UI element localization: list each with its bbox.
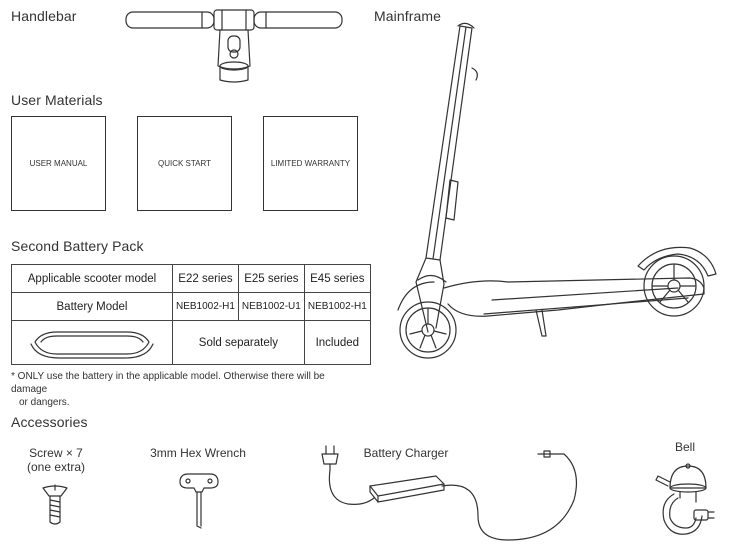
user-materials-heading: User Materials xyxy=(11,92,103,108)
user-manual-booklet: USER MANUAL xyxy=(11,116,106,211)
table-row: Battery Model NEB1002-H1 NEB1002-U1 NEB1… xyxy=(11,292,371,321)
table-row: Applicable scooter model E22 series E25 … xyxy=(11,264,371,293)
second-battery-heading: Second Battery Pack xyxy=(11,238,144,254)
table-cell: E45 series xyxy=(303,264,371,293)
limited-warranty-booklet: LIMITED WARRANTY xyxy=(263,116,358,211)
battery-icon xyxy=(30,330,154,359)
battery-compatibility-table: Applicable scooter model E22 series E25 … xyxy=(11,264,371,365)
screw-label-line: (one extra) xyxy=(26,460,86,474)
table-cell: E22 series xyxy=(172,264,239,293)
hex-wrench-icon xyxy=(179,473,219,529)
user-manual-label: USER MANUAL xyxy=(29,159,88,168)
table-cell: Included xyxy=(303,320,371,365)
table-cell: NEB1002-H1 xyxy=(303,292,371,321)
table-cell: NEB1002-U1 xyxy=(237,292,305,321)
screw-label: Screw × 7 (one extra) xyxy=(16,446,96,474)
charger-icon xyxy=(321,445,577,541)
battery-note-line: * ONLY use the battery in the applicable… xyxy=(11,371,325,395)
mainframe-heading: Mainframe xyxy=(374,8,442,24)
table-row: Sold separately Included xyxy=(11,320,371,365)
hex-wrench-label: 3mm Hex Wrench xyxy=(150,446,246,460)
quick-start-booklet: QUICK START xyxy=(137,116,232,211)
battery-note-line: or dangers. xyxy=(19,397,70,408)
table-cell: Applicable scooter model xyxy=(11,264,173,293)
limited-warranty-label: LIMITED WARRANTY xyxy=(270,159,351,168)
scooter-icon xyxy=(397,22,717,359)
battery-warning-note: * ONLY use the battery in the applicable… xyxy=(11,370,361,409)
bell-label: Bell xyxy=(674,440,695,454)
handlebar-heading: Handlebar xyxy=(11,8,77,24)
screw-icon xyxy=(42,484,68,525)
table-cell: Battery Model xyxy=(11,292,173,321)
table-cell: E25 series xyxy=(237,264,305,293)
table-cell: NEB1002-H1 xyxy=(172,292,239,321)
bell-icon xyxy=(655,463,715,535)
accessories-heading: Accessories xyxy=(11,414,88,430)
quick-start-label: QUICK START xyxy=(157,159,212,168)
table-cell: Sold separately xyxy=(172,320,305,365)
screw-label-line: Screw × 7 xyxy=(29,446,83,460)
charger-label: Battery Charger xyxy=(363,446,449,460)
table-cell xyxy=(11,320,173,365)
handlebar-icon xyxy=(125,9,343,83)
